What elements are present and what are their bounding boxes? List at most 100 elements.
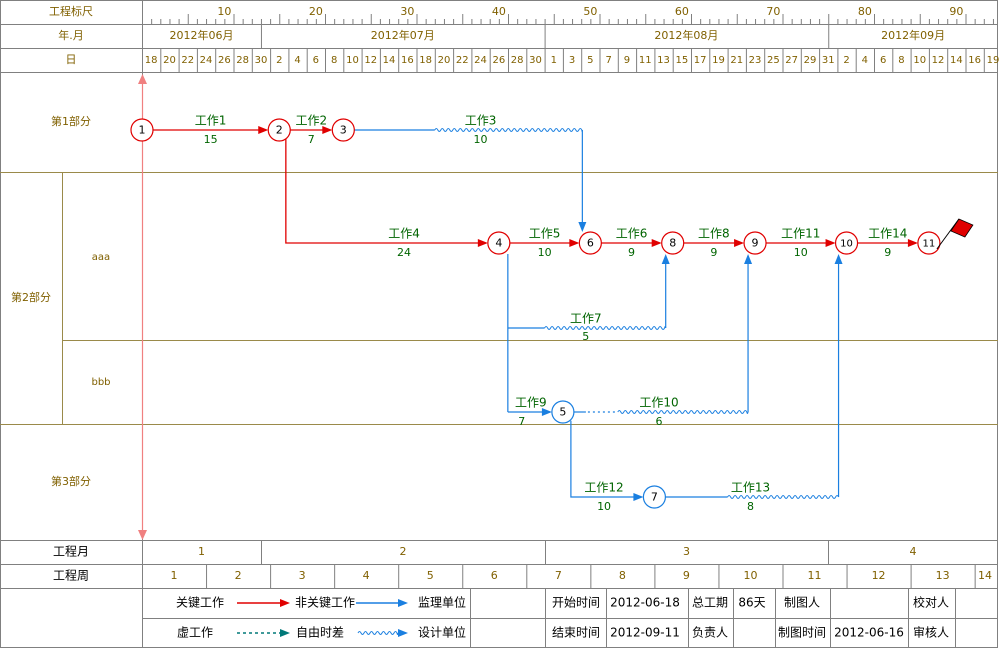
task-duration: 7 — [518, 415, 525, 428]
day-label-cell: 10 — [346, 55, 359, 66]
task-duration: 10 — [474, 133, 488, 146]
task-duration: 10 — [597, 500, 611, 513]
project-month-number: 3 — [683, 545, 690, 558]
project-month-number: 4 — [910, 545, 917, 558]
day-label-cell: 22 — [181, 55, 194, 66]
legend-drawer-label: 制图人 — [784, 596, 820, 610]
scale-tick-label: 70 — [766, 5, 780, 18]
project-week-number: 14 — [978, 569, 992, 582]
day-label-cell: 18 — [145, 55, 158, 66]
day-label-cell: 30 — [255, 55, 268, 66]
legend-duration-value: 86天 — [738, 596, 765, 610]
day-label-cell: 9 — [624, 55, 630, 66]
legend-reviewer-label: 审核人 — [913, 625, 949, 640]
scale-tick-label: 20 — [309, 5, 323, 18]
legend-end-value: 2012-09-11 — [610, 626, 680, 640]
task-duration: 9 — [628, 246, 635, 259]
day-label-cell: 20 — [438, 55, 451, 66]
task-duration: 9 — [710, 246, 717, 259]
event-node — [743, 231, 767, 255]
day-label-cell: 18 — [419, 55, 432, 66]
project-week-number: 6 — [491, 569, 498, 582]
day-label-cell: 26 — [218, 55, 231, 66]
arrowhead — [280, 599, 290, 607]
event-node-label: 10 — [840, 239, 853, 250]
event-node-label: 11 — [923, 239, 936, 250]
finish-flag-icon — [950, 218, 974, 238]
event-node — [331, 118, 355, 142]
project-week-number: 10 — [743, 569, 757, 582]
task-label: 工作3 — [465, 114, 497, 128]
task-arrow — [285, 138, 486, 244]
arrowhead — [661, 254, 670, 264]
free-float-wave — [727, 495, 839, 499]
task-label: 工作1 — [195, 114, 227, 128]
scale-tick-label: 40 — [492, 5, 506, 18]
scale-tick-label: 30 — [400, 5, 414, 18]
event-node-label: 9 — [752, 237, 759, 250]
legend-noncritical-label: 非关键工作 — [295, 596, 355, 610]
event-node-label: 1 — [139, 124, 146, 137]
task-duration: 9 — [884, 246, 891, 259]
project-week-number: 8 — [619, 569, 626, 582]
arrowhead — [734, 239, 745, 247]
time-line-top-arrow — [138, 74, 147, 84]
event-node — [267, 118, 291, 142]
project-month-label: 工程月 — [53, 544, 89, 559]
day-label-cell: 8 — [898, 55, 904, 66]
arrowhead — [280, 629, 290, 637]
legend-end-label: 结束时间 — [552, 626, 600, 640]
month-label: 2012年08月 — [654, 28, 718, 42]
task-duration: 8 — [747, 500, 754, 513]
task-label: 工作10 — [639, 396, 678, 410]
arrowhead — [651, 239, 662, 247]
day-label-cell: 21 — [730, 55, 743, 66]
subsection-bbb: bbb — [91, 377, 110, 388]
day-label: 日 — [66, 53, 77, 66]
task-duration: 5 — [582, 330, 589, 343]
event-node-label: 3 — [340, 124, 347, 137]
day-label-cell: 29 — [804, 55, 817, 66]
day-label-cell: 14 — [383, 55, 396, 66]
event-node-label: 5 — [559, 406, 566, 419]
legend-drawdate-value: 2012-06-16 — [834, 626, 904, 640]
task-arrow — [570, 420, 642, 498]
event-node — [661, 231, 685, 255]
day-label-cell: 16 — [968, 55, 981, 66]
time-line-bottom-arrow — [138, 530, 147, 540]
event-node-label: 8 — [669, 237, 676, 250]
task-duration: 10 — [538, 246, 552, 259]
day-label-cell: 30 — [529, 55, 542, 66]
legend-start-value: 2012-06-18 — [610, 596, 680, 610]
day-label-cell: 4 — [294, 55, 300, 66]
project-week-label: 工程周 — [53, 568, 89, 583]
arrowhead — [322, 126, 333, 134]
day-label-cell: 10 — [913, 55, 926, 66]
arrowhead — [907, 239, 918, 247]
project-month-number: 2 — [400, 545, 407, 558]
project-week-number: 4 — [363, 569, 370, 582]
project-week-number: 1 — [171, 569, 178, 582]
project-week-number: 3 — [299, 569, 306, 582]
event-node — [834, 231, 859, 255]
legend-dummy-label: 虚工作 — [177, 626, 213, 640]
event-node-label: 6 — [587, 237, 594, 250]
task-label: 工作9 — [515, 396, 547, 410]
arrowhead — [578, 222, 587, 232]
free-float-wave — [544, 326, 667, 330]
legend-float-wave — [357, 631, 399, 635]
task-label: 工作8 — [698, 227, 730, 241]
event-node-label: 2 — [276, 124, 283, 137]
arrowhead — [569, 239, 580, 247]
arrowhead — [398, 629, 408, 637]
month-label: 2012年06月 — [169, 28, 233, 42]
task-duration: 7 — [308, 133, 315, 146]
task-label: 工作4 — [388, 227, 420, 241]
project-week-number: 2 — [235, 569, 242, 582]
day-label-cell: 20 — [163, 55, 176, 66]
event-node — [917, 231, 941, 255]
scale-tick-label: 10 — [217, 5, 231, 18]
month-label: 2012年09月 — [881, 28, 945, 42]
legend-start-label: 开始时间 — [552, 596, 600, 610]
